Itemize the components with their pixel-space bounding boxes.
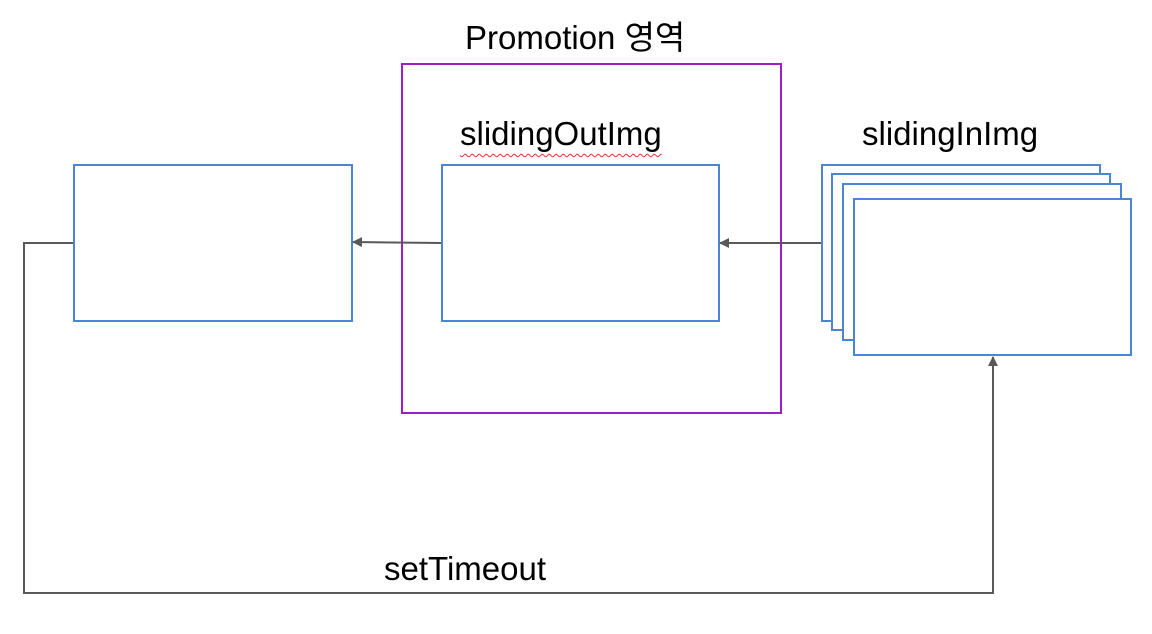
settimeout-label: setTimeout — [384, 550, 547, 587]
settimeout-loop-connector — [23, 242, 998, 594]
promotion-area-frame — [401, 63, 782, 414]
promotion-area-title: Promotion 영역 — [465, 19, 686, 56]
previous-image-box — [73, 164, 353, 322]
sliding-out-image-box — [441, 164, 720, 322]
sliding-in-image-stack — [821, 164, 1132, 356]
sliding-in-image-box-front — [853, 198, 1132, 356]
arrow-out-to-previous — [352, 237, 442, 248]
sliding-in-label: slidingInImg — [862, 115, 1039, 152]
sliding-out-label: slidingOutImg — [460, 115, 662, 152]
